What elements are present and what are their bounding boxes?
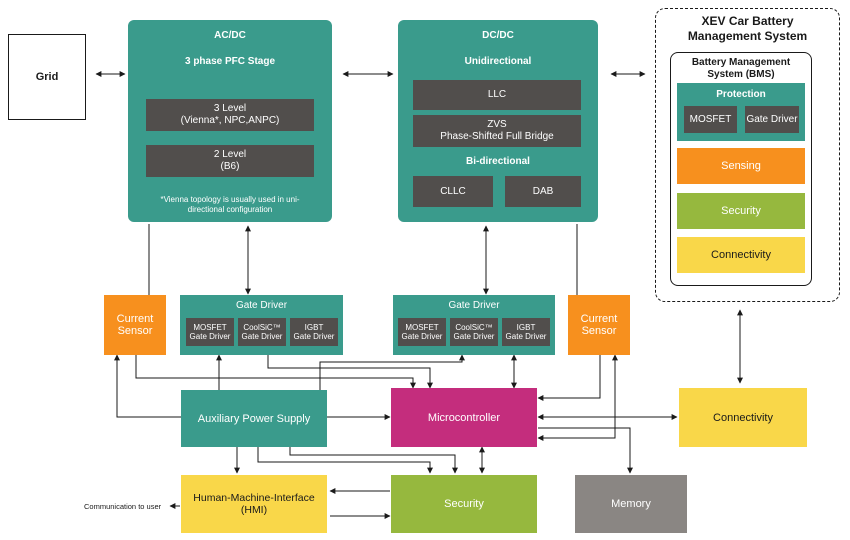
cllc-box: CLLC <box>413 176 493 207</box>
bms-frame <box>670 52 812 286</box>
current-sensor-left-label: Current Sensor <box>116 313 154 337</box>
microcontroller-label: Microcontroller <box>427 411 501 424</box>
bms-mosfet-label: MOSFET <box>689 113 732 125</box>
dab-label: DAB <box>532 185 554 197</box>
gd-left-mosfet-label: MOSFET Gate Driver <box>189 322 231 342</box>
security-label: Security <box>444 498 484 510</box>
gd-right-mosfet: MOSFET Gate Driver <box>398 318 446 346</box>
hmi-box: Human-Machine-Interface (HMI) <box>181 475 327 533</box>
dcdc-title: DC/DC <box>482 30 514 41</box>
bms-gate-driver-box: Gate Driver <box>745 106 799 133</box>
gd-right-mosfet-label: MOSFET Gate Driver <box>401 322 443 342</box>
gate-driver-right-title: Gate Driver <box>448 300 500 311</box>
connectivity-box: Connectivity <box>679 388 807 447</box>
gd-right-igbt-label: IGBT Gate Driver <box>505 322 547 342</box>
sensing-box: Sensing <box>677 148 805 184</box>
xev-frame <box>655 8 840 302</box>
bms-connectivity-label: Connectivity <box>711 249 771 261</box>
memory-label: Memory <box>611 498 651 510</box>
acdc-subtitle: 3 phase PFC Stage <box>184 56 276 67</box>
cllc-label: CLLC <box>440 185 466 197</box>
gd-left-igbt-label: IGBT Gate Driver <box>293 322 335 342</box>
memory-box: Memory <box>575 475 687 533</box>
level2-box: 2 Level (B6) <box>146 145 314 177</box>
zvs-label: ZVS Phase-Shifted Full Bridge <box>440 119 554 142</box>
gd-left-coolsic-label: CoolSiC™ Gate Driver <box>241 322 283 342</box>
sensing-label: Sensing <box>721 160 761 172</box>
current-sensor-left: Current Sensor <box>104 295 166 355</box>
grid-label: Grid <box>35 71 59 83</box>
gd-left-mosfet: MOSFET Gate Driver <box>186 318 234 346</box>
gd-left-igbt: IGBT Gate Driver <box>290 318 338 346</box>
hmi-label: Human-Machine-Interface (HMI) <box>193 492 315 516</box>
vienna-note: *Vienna topology is usually used in uni-… <box>160 195 300 214</box>
grid-box: Grid <box>8 34 86 120</box>
bms-connectivity-box: Connectivity <box>677 237 805 273</box>
gd-right-coolsic: CoolSiC™ Gate Driver <box>450 318 498 346</box>
level3-label: 3 Level (Vienna*, NPC,ANPC) <box>180 103 280 126</box>
bms-mosfet-box: MOSFET <box>684 106 737 133</box>
aux-power-label: Auxiliary Power Supply <box>197 412 311 425</box>
dcdc-bidirectional-label: Bi-directional <box>466 156 530 167</box>
llc-box: LLC <box>413 80 581 110</box>
protection-label: Protection <box>716 89 766 100</box>
dcdc-unidirectional-label: Unidirectional <box>464 56 532 67</box>
gd-right-coolsic-label: CoolSiC™ Gate Driver <box>453 322 495 342</box>
gd-left-coolsic: CoolSiC™ Gate Driver <box>238 318 286 346</box>
communication-label: Communication to user <box>84 502 162 511</box>
gd-right-igbt: IGBT Gate Driver <box>502 318 550 346</box>
bms-gate-driver-label: Gate Driver <box>746 113 798 125</box>
current-sensor-right: Current Sensor <box>568 295 630 355</box>
dab-box: DAB <box>505 176 581 207</box>
level3-box: 3 Level (Vienna*, NPC,ANPC) <box>146 99 314 131</box>
current-sensor-right-label: Current Sensor <box>580 313 618 337</box>
gate-driver-left-title: Gate Driver <box>235 300 288 311</box>
acdc-title: AC/DC <box>214 30 246 41</box>
microcontroller: Microcontroller <box>391 388 537 447</box>
bms-security-box: Security <box>677 193 805 229</box>
xev-title: XEV Car Battery Management System <box>687 14 808 43</box>
bms-title: Battery Management System (BMS) <box>691 57 791 80</box>
bms-security-label: Security <box>721 205 761 217</box>
zvs-box: ZVS Phase-Shifted Full Bridge <box>413 115 581 147</box>
security-box: Security <box>391 475 537 533</box>
connectivity-label: Connectivity <box>713 411 773 424</box>
level2-label: 2 Level (B6) <box>213 149 247 172</box>
aux-power-supply: Auxiliary Power Supply <box>181 390 327 447</box>
llc-label: LLC <box>487 89 507 100</box>
